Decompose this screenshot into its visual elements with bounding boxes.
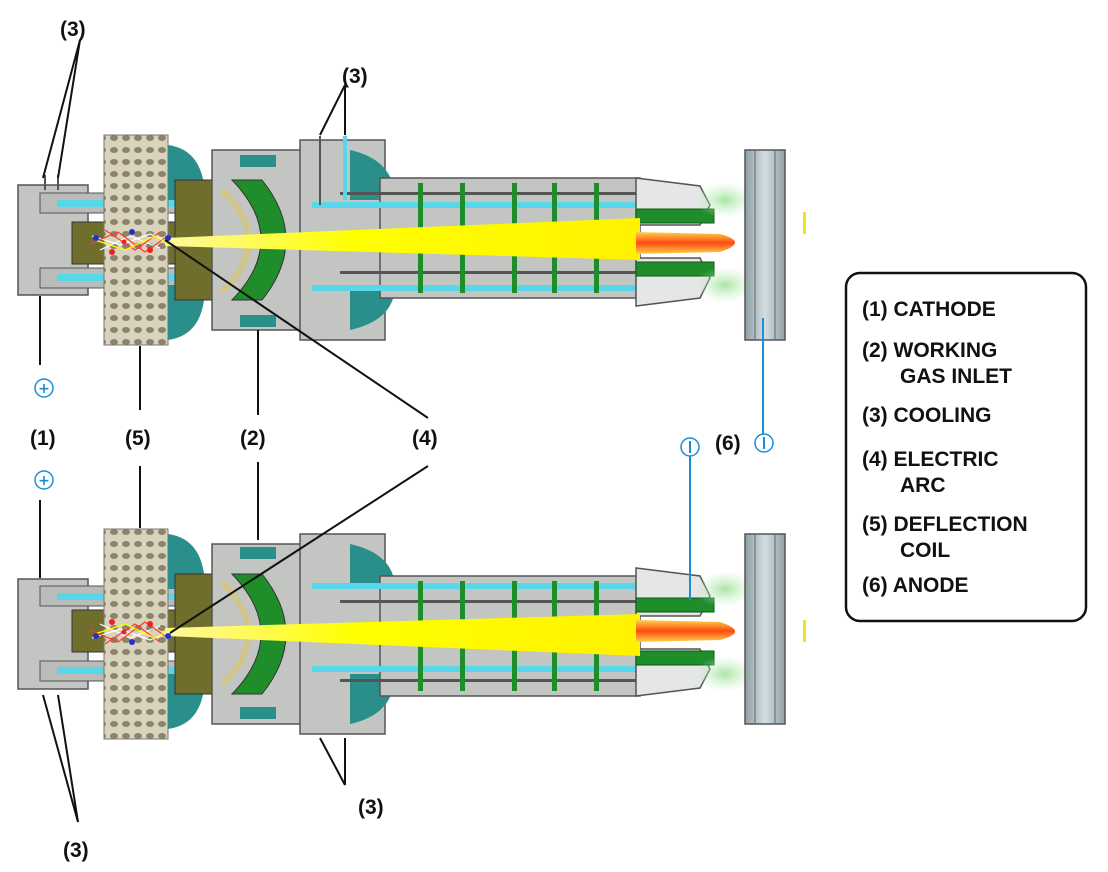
svg-text:+: +	[38, 381, 50, 397]
legend-item-coil: (5) DEFLECTION	[862, 513, 1028, 536]
plus-sign-upper: +	[34, 378, 54, 398]
minus-sign-upper	[754, 433, 774, 453]
torch-upper	[18, 135, 806, 345]
yellow-tick-upper	[803, 212, 806, 234]
legend-item-arc: (4) ELECTRIC	[862, 448, 999, 471]
label-cooling-top-left: (3)	[60, 18, 86, 41]
label-coil: (5)	[125, 427, 151, 450]
label-cathode: (1)	[30, 427, 56, 450]
legend-item-anode: (6) ANODE	[862, 574, 969, 597]
legend-box	[844, 271, 1088, 623]
legend-item-cooling: (3) COOLING	[862, 404, 992, 427]
legend-item-arc-line2: ARC	[900, 474, 946, 497]
minus-sign-lower	[680, 437, 700, 457]
label-cooling-bottom-mid: (3)	[358, 796, 384, 819]
leader-lines	[39, 39, 429, 823]
label-anode: (6)	[715, 432, 741, 455]
yellow-tick-lower	[803, 620, 806, 642]
svg-text:+: +	[38, 473, 50, 489]
label-gas-inlet: (2)	[240, 427, 266, 450]
legend-item-coil-line2: COIL	[900, 539, 950, 562]
label-arc: (4)	[412, 427, 438, 450]
torch-lower	[18, 529, 786, 739]
legend-item-gas-inlet: (2) WORKING	[862, 339, 997, 362]
label-cooling-top-mid: (3)	[342, 65, 368, 88]
anode-plate-upper	[744, 149, 786, 341]
legend: (1) CATHODE (2) WORKING GAS INLET (3) CO…	[844, 271, 1088, 623]
legend-item-cathode: (1) CATHODE	[862, 298, 996, 321]
label-cooling-bottom-left: (3)	[63, 839, 89, 862]
legend-item-gas-inlet-line2: GAS INLET	[900, 365, 1012, 388]
plus-sign-lower: +	[34, 470, 54, 490]
